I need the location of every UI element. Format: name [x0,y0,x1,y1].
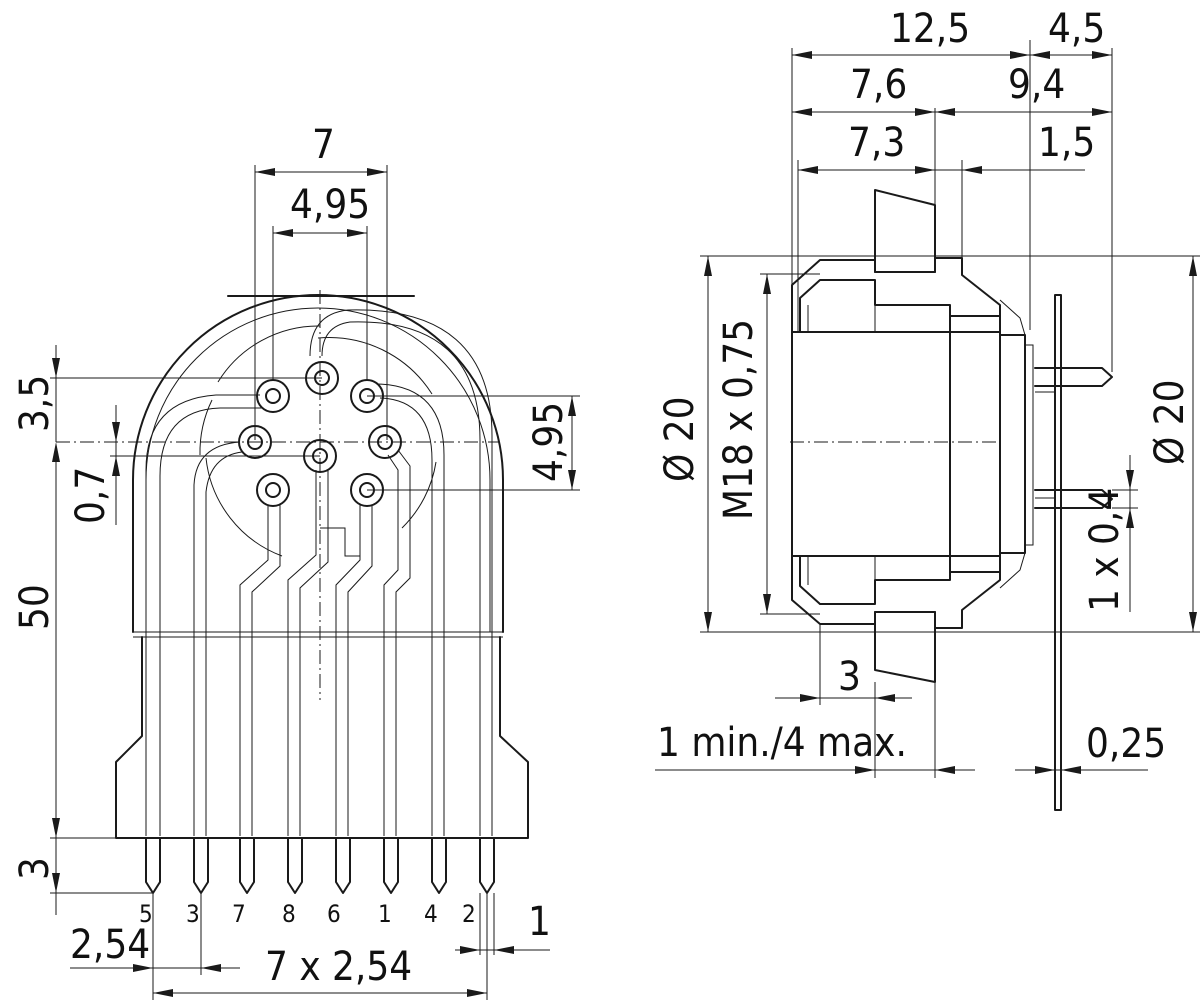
pin-labels: 5 3 7 8 6 1 4 2 [139,900,476,928]
dim-contact-circle-inner: 4,95 [290,182,370,228]
dim-total-length: 12,5 [890,6,970,52]
pcb-sheet [1054,294,1062,811]
dim-nut-width: 3 [838,654,861,700]
dim-flange-offset: 1,5 [1038,120,1095,166]
front-view: 5 3 7 8 6 1 4 2 7 4,95 3,5 [12,122,580,1000]
pcb-pin [1034,367,1113,387]
dim-diameter-right: Ø 20 [1147,379,1193,465]
dim-pin-width: 1 [528,899,551,945]
panel-upper [874,189,936,273]
connector-body [791,331,951,557]
contact [256,473,290,507]
pin-label: 6 [327,900,341,928]
pin-label: 7 [232,900,246,928]
dim-thread-length: 7,3 [848,120,905,166]
pin-label: 4 [424,900,438,928]
dim-height-total: 50 [12,584,58,630]
pin-label: 1 [378,900,392,928]
side-view: 12,5 4,5 7,6 9,4 7,3 1,5 Ø 20 M18 x 0,75 [655,6,1200,811]
pcb-traces [145,309,493,836]
dim-pin-size: 1 x 0,4 [1082,488,1128,612]
dim-diameter-left: Ø 20 [657,396,703,482]
dim-front-length: 7,6 [850,62,907,108]
dim-pin-length: 3 [12,857,58,880]
dim-row-offset-right: 4,95 [526,402,572,482]
dim-sheet-thickness: 0,25 [1086,721,1166,767]
pin-label: 3 [186,900,200,928]
dim-rear-length: 4,5 [1048,6,1105,52]
dim-panel-thickness: 1 min./4 max. [657,720,907,766]
pin-label: 2 [462,900,476,928]
solder-pins [145,837,495,894]
pcb-pin [1034,489,1113,509]
housing-base [115,636,529,839]
dim-offset-small: 0,7 [68,467,114,524]
dim-contact-circle-outer: 7 [312,122,335,168]
pin-label: 8 [282,900,296,928]
pin-label: 5 [139,900,153,928]
dim-pitch: 2,54 [70,922,150,968]
panel-lower [874,611,936,683]
dim-row-offset-top: 3,5 [12,375,58,432]
contact [256,379,290,413]
dim-thread: M18 x 0,75 [716,319,762,520]
contact-insert-outline [199,325,437,557]
dim-rear-length-2: 9,4 [1008,62,1065,108]
dim-pin-span: 7 x 2,54 [265,944,412,990]
coupling-nut [791,257,1001,333]
